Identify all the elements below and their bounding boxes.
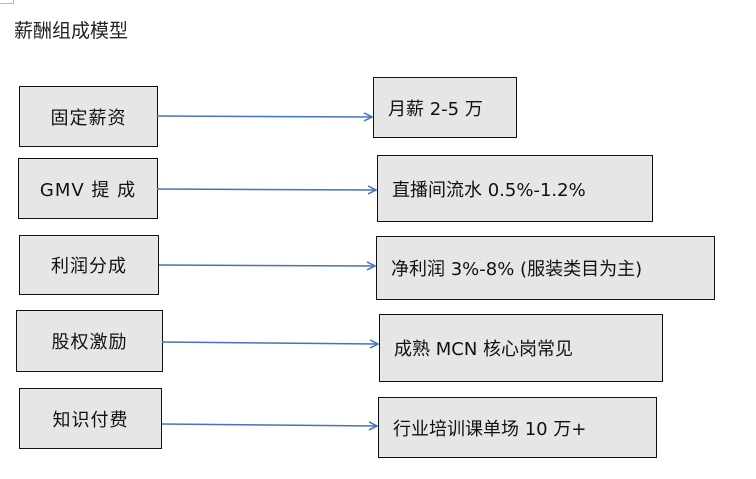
detail-box-gmv-commission: 直播间流水 0.5%-1.2% bbox=[377, 155, 653, 222]
detail-label: 行业培训课单场 10 万+ bbox=[393, 418, 587, 440]
category-label: GMV 提 成 bbox=[39, 179, 137, 201]
detail-box-profit-share: 净利润 3%-8% (服装类目为主) bbox=[376, 236, 715, 300]
category-box-equity: 股权激励 bbox=[16, 310, 163, 372]
detail-label: 直播间流水 0.5%-1.2% bbox=[392, 179, 586, 201]
corner-mark bbox=[0, 0, 14, 4]
arrow-knowledge bbox=[161, 424, 377, 426]
detail-box-fixed-salary: 月薪 2-5 万 bbox=[373, 77, 517, 138]
arrow-fixed-salary bbox=[156, 116, 372, 117]
arrow-profit-share bbox=[158, 265, 375, 266]
category-box-fixed-salary: 固定薪资 bbox=[19, 86, 158, 147]
category-label: 利润分成 bbox=[51, 256, 127, 277]
detail-label: 成熟 MCN 核心岗常见 bbox=[394, 339, 574, 360]
category-box-knowledge: 知识付费 bbox=[19, 388, 162, 449]
category-box-gmv-commission: GMV 提 成 bbox=[18, 158, 158, 219]
category-box-profit-share: 利润分成 bbox=[19, 235, 159, 295]
arrow-gmv-commission bbox=[156, 189, 376, 190]
category-label: 股权激励 bbox=[51, 332, 128, 353]
detail-box-knowledge: 行业培训课单场 10 万+ bbox=[378, 397, 657, 458]
arrow-equity bbox=[161, 342, 378, 344]
category-label: 固定薪资 bbox=[50, 107, 127, 129]
detail-label: 净利润 3%-8% (服装类目为主) bbox=[391, 259, 643, 280]
detail-label: 月薪 2-5 万 bbox=[388, 98, 483, 120]
category-label: 知识付费 bbox=[52, 409, 129, 431]
diagram-title: 薪酬组成模型 bbox=[14, 20, 129, 42]
detail-box-equity: 成熟 MCN 核心岗常见 bbox=[379, 314, 663, 382]
